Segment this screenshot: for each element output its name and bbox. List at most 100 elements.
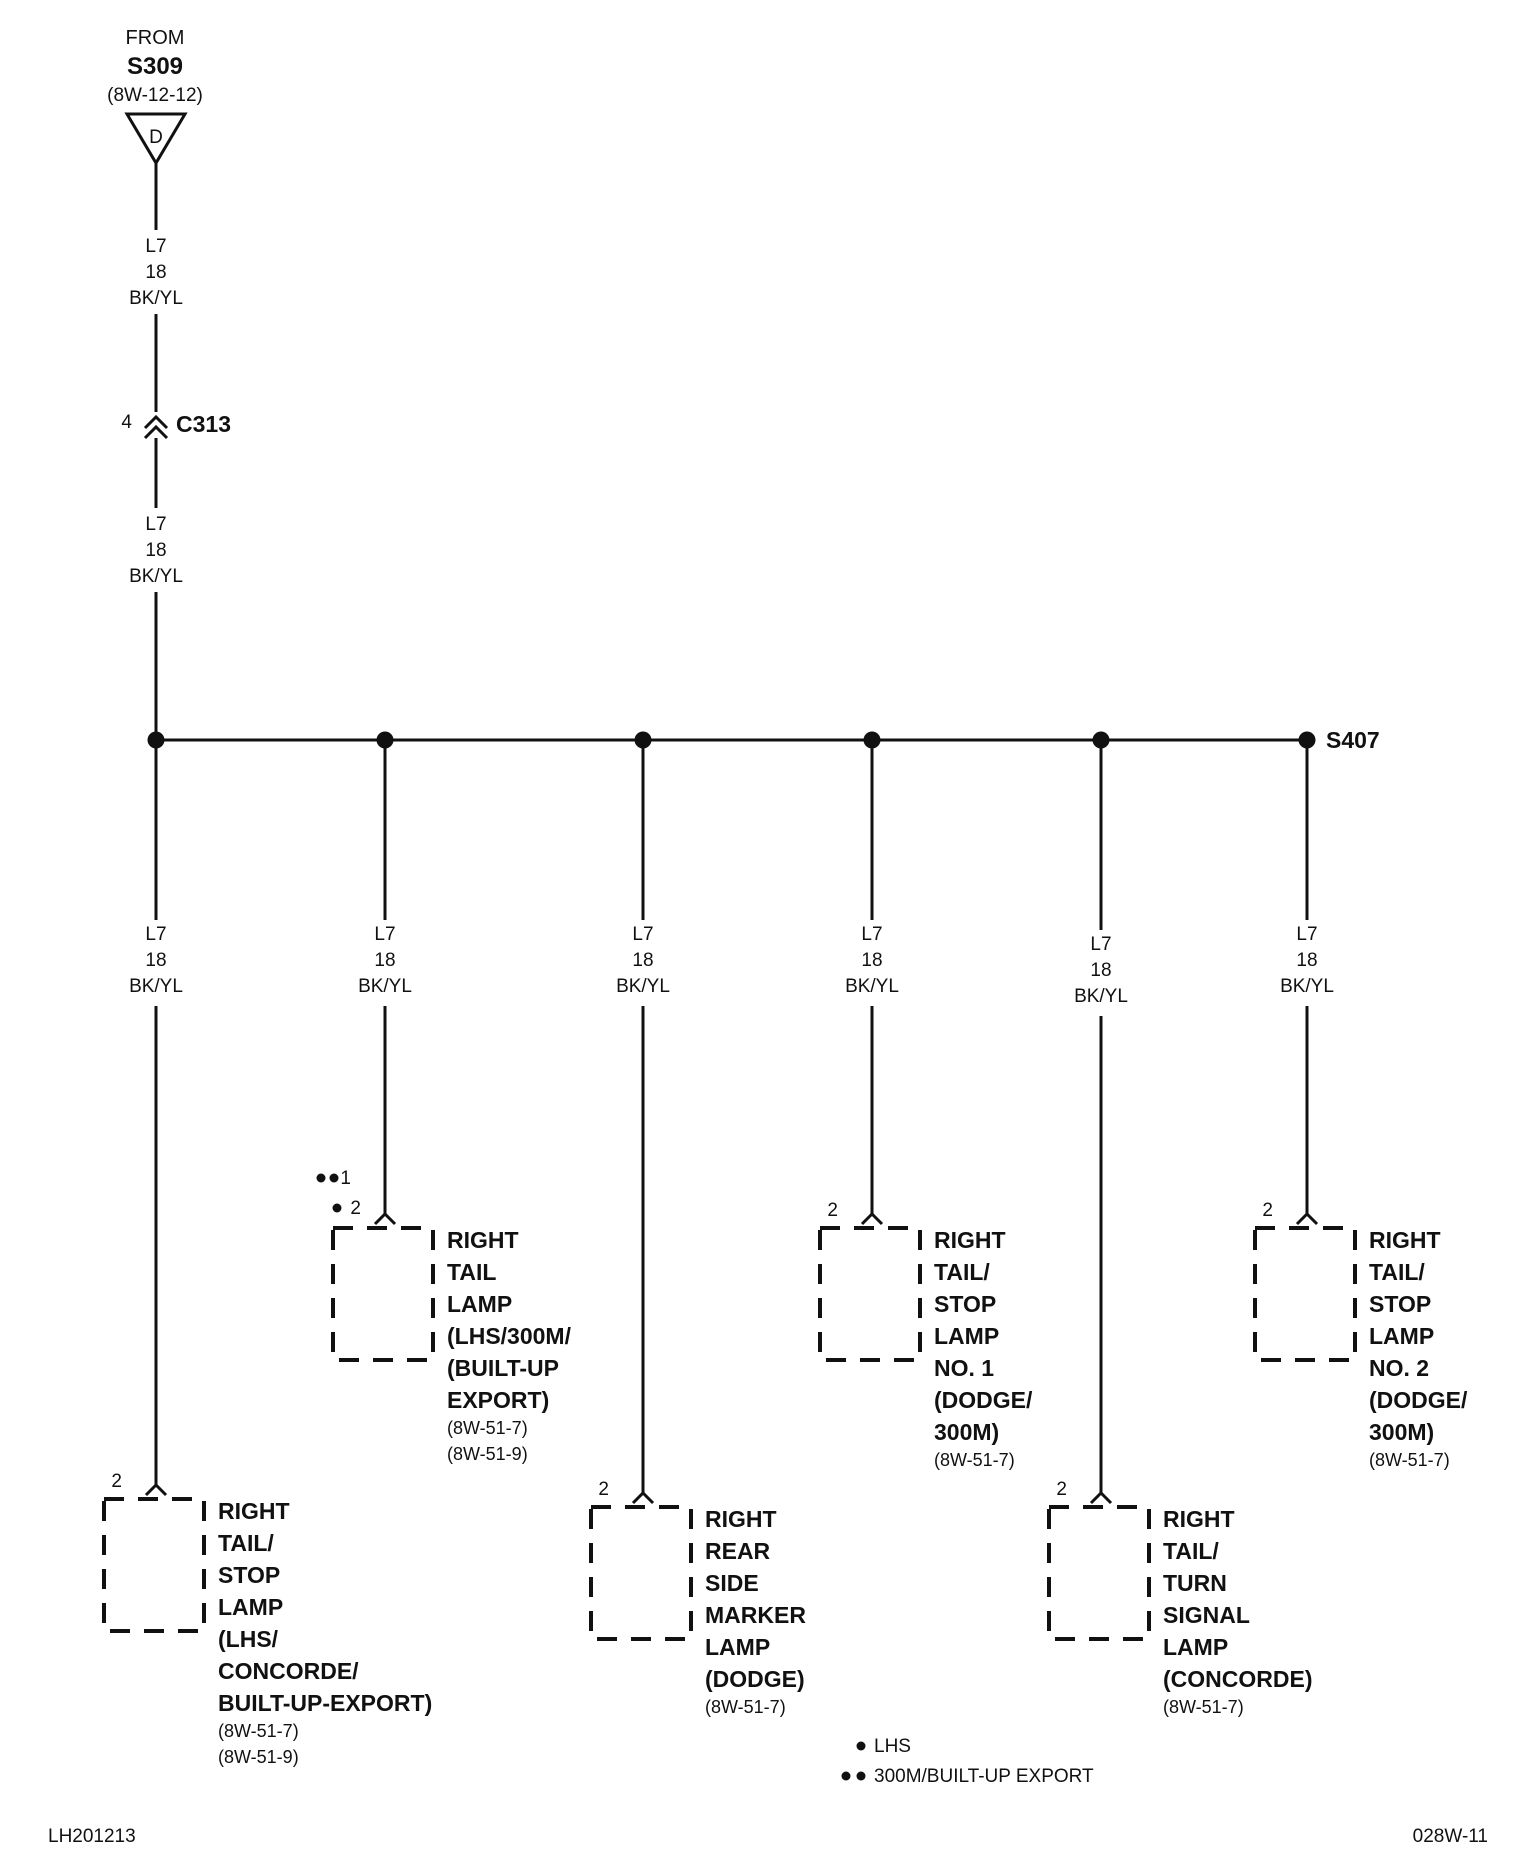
lamp-label-line: SIDE [705,1570,759,1596]
wire-gauge: 18 [374,950,395,971]
wire-gauge: 18 [145,262,166,283]
wire-color: BK/YL [1280,976,1334,997]
lamp-label-line: (CONCORDE) [1163,1666,1313,1692]
wire-color: BK/YL [1074,986,1128,1007]
lamp-label-line: TAIL [447,1259,496,1285]
lamp-label-line: (DODGE/ [1369,1387,1468,1413]
wire-gauge: 18 [1296,950,1317,971]
lamp-label-line: LAMP [1369,1323,1434,1349]
branch-5: L718BK/YL2RIGHTTAIL/TURNSIGNALLAMP(CONCO… [1047,731,1313,1717]
connector-pin: 2 [1056,1479,1067,1500]
lamp-label-line: BUILT-UP-EXPORT) [218,1690,432,1716]
legend-export-text: 300M/BUILT-UP EXPORT [874,1766,1094,1787]
connector-pin: 4 [121,412,132,433]
lamp-label-line: (BUILT-UP [447,1355,559,1381]
lamp-label-line: TAIL/ [934,1259,990,1285]
lamp-label-line: TAIL/ [1369,1259,1425,1285]
legend-double-dot-icon [841,1771,851,1781]
lamp-label-line: RIGHT [705,1506,777,1532]
lamp-reference: (8W-51-7) [1163,1697,1244,1717]
lamp-label-line: LAMP [1163,1634,1228,1660]
lamp-reference: (8W-51-7) [934,1450,1015,1470]
lamp-label-line: RIGHT [1163,1506,1235,1532]
branch-group: L718BK/YL2RIGHTTAIL/STOPLAMP(LHS/CONCORD… [102,731,1468,1767]
lamp-label-line: (DODGE) [705,1666,805,1692]
wire-gauge: 18 [1090,960,1111,981]
wire-gauge: 18 [145,540,166,561]
wire-color: BK/YL [129,976,183,997]
lamp-label-line: MARKER [705,1602,806,1628]
footer-right-code: 028W-11 [1413,1826,1488,1847]
lamp-label-line: TAIL/ [218,1530,274,1556]
lamp-reference: (8W-51-7) [1369,1450,1450,1470]
wire-circuit: L7 [1296,924,1317,945]
wire-circuit: L7 [632,924,653,945]
lamp-component-box [102,1497,206,1633]
lamp-label-line: (DODGE/ [934,1387,1033,1413]
legend-double-dot-icon [856,1771,866,1781]
lamp-label-line: STOP [934,1291,996,1317]
wire-gauge: 18 [632,950,653,971]
lamp-label-line: (LHS/300M/ [447,1323,572,1349]
variant-double-dot-icon [329,1173,339,1183]
lamp-label-line: RIGHT [934,1227,1006,1253]
lamp-label-line: STOP [1369,1291,1431,1317]
lamp-label-line: TURN [1163,1570,1227,1596]
trunk-wire-mid-label: L7 18 BK/YL [129,514,183,587]
connector-chevron-icon [144,1482,168,1497]
connector-pin: 2 [1262,1200,1273,1221]
wire-color: BK/YL [129,566,183,587]
variant-single-dot-icon [332,1203,342,1213]
lamp-label-line: NO. 1 [934,1355,994,1381]
lamp-label-line: RIGHT [1369,1227,1441,1253]
source-triangle-letter: D [149,127,163,148]
wire-color: BK/YL [616,976,670,997]
trunk-wire-top-label: L7 18 BK/YL [129,236,183,309]
lamp-reference: (8W-51-7) [218,1721,299,1741]
lamp-label-line: EXPORT) [447,1387,549,1413]
connector-chevron-icon [143,414,169,430]
legend-single-dot-icon [856,1741,866,1751]
lamp-label-line: RIGHT [447,1227,519,1253]
lamp-label-line: LAMP [447,1291,512,1317]
lamp-label-line: RIGHT [218,1498,290,1524]
connector-chevron-icon [373,1211,397,1226]
wire-circuit: L7 [145,924,166,945]
lamp-component-box [818,1226,922,1362]
lamp-reference: (8W-51-9) [447,1444,528,1464]
wire-circuit: L7 [145,236,166,257]
connector-chevron-icon [860,1211,884,1226]
wire-color: BK/YL [845,976,899,997]
lamp-component-box [1047,1505,1151,1641]
footer-left-code: LH201213 [48,1826,136,1847]
connector-pin: 2 [111,1471,122,1492]
lamp-label-line: NO. 2 [1369,1355,1429,1381]
branch-1: L718BK/YL2RIGHTTAIL/STOPLAMP(LHS/CONCORD… [102,731,432,1767]
lamp-component-box [589,1505,693,1641]
lamp-component-box [331,1226,435,1362]
lamp-component-box [1253,1226,1357,1362]
connector-chevron-icon [1295,1211,1319,1226]
connector-pin: 2 [827,1200,838,1221]
connector-pin: 1 [340,1168,351,1189]
connector-pin: 2 [350,1198,361,1219]
wire-color: BK/YL [358,976,412,997]
lamp-label-line: SIGNAL [1163,1602,1250,1628]
lamp-label-line: 300M) [1369,1419,1434,1445]
connector-pin: 2 [598,1479,609,1500]
lamp-label-line: LAMP [218,1594,283,1620]
wire-circuit: L7 [1090,934,1111,955]
wire-circuit: L7 [861,924,882,945]
legend: LHS 300M/BUILT-UP EXPORT [841,1736,1094,1787]
source-splice-s309: FROM S309 (8W-12-12) D [107,27,203,166]
source-reference: (8W-12-12) [107,85,203,106]
lamp-label-line: LAMP [934,1323,999,1349]
connector-chevron-icon [631,1490,655,1505]
lamp-label-line: REAR [705,1538,771,1564]
lamp-label-line: 300M) [934,1419,999,1445]
wire-circuit: L7 [374,924,395,945]
bus-splice-id: S407 [1326,727,1380,753]
